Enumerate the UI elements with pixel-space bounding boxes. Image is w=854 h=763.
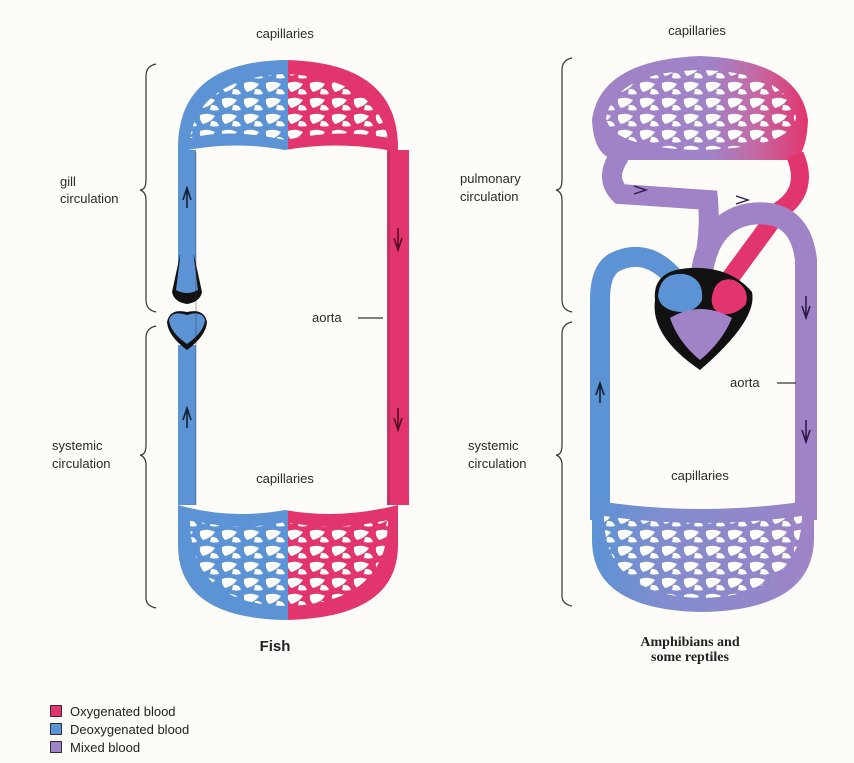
amph-title-line-1: Amphibians and bbox=[640, 636, 739, 650]
amph-aorta-label: aorta bbox=[730, 374, 760, 392]
pulmonary-label-1: pulmonary bbox=[460, 170, 521, 188]
legend-label-oxygenated: Oxygenated blood bbox=[70, 704, 176, 719]
pulmonary-label-2: circulation bbox=[460, 188, 519, 206]
amph-title-line-2: some reptiles bbox=[651, 651, 729, 665]
legend-item-oxygenated: Oxygenated blood bbox=[50, 702, 189, 720]
amph-systemic-bracket bbox=[556, 322, 572, 606]
amph-systemic-label-2: circulation bbox=[468, 455, 527, 473]
gill-label-2: circulation bbox=[60, 190, 119, 208]
amph-capillaries-top-label: capillaries bbox=[668, 22, 726, 40]
fish-capillaries-top-label: capillaries bbox=[256, 25, 314, 43]
amph-systemic-label-1: systemic bbox=[468, 437, 519, 455]
legend-item-mixed: Mixed blood bbox=[50, 738, 189, 756]
legend-label-deoxygenated: Deoxygenated blood bbox=[70, 722, 189, 737]
fish-heart bbox=[167, 250, 207, 350]
fish-systemic-label-1: systemic bbox=[52, 437, 103, 455]
fish-aorta-label: aorta bbox=[312, 309, 342, 327]
amph-capillaries-bottom-label: capillaries bbox=[671, 467, 729, 485]
legend: Oxygenated blood Deoxygenated blood Mixe… bbox=[50, 702, 189, 756]
legend-swatch-oxygenated bbox=[50, 705, 62, 717]
legend-label-mixed: Mixed blood bbox=[70, 740, 140, 755]
gill-label-1: gill bbox=[60, 173, 76, 191]
legend-swatch-mixed bbox=[50, 741, 62, 753]
legend-item-deoxygenated: Deoxygenated blood bbox=[50, 720, 189, 738]
pulmonary-arrow-right bbox=[736, 196, 748, 204]
pulmonary-bracket bbox=[556, 58, 572, 312]
fish-capillaries-bottom-label: capillaries bbox=[256, 470, 314, 488]
systemic-bracket bbox=[140, 326, 156, 608]
legend-swatch-deoxygenated bbox=[50, 723, 62, 735]
gill-bracket bbox=[140, 64, 156, 312]
fish-diagram bbox=[140, 60, 402, 620]
amph-heart bbox=[655, 268, 753, 370]
amphibian-diagram bbox=[556, 56, 814, 612]
fish-systemic-label-2: circulation bbox=[52, 455, 111, 473]
fish-title: Fish bbox=[260, 638, 291, 655]
